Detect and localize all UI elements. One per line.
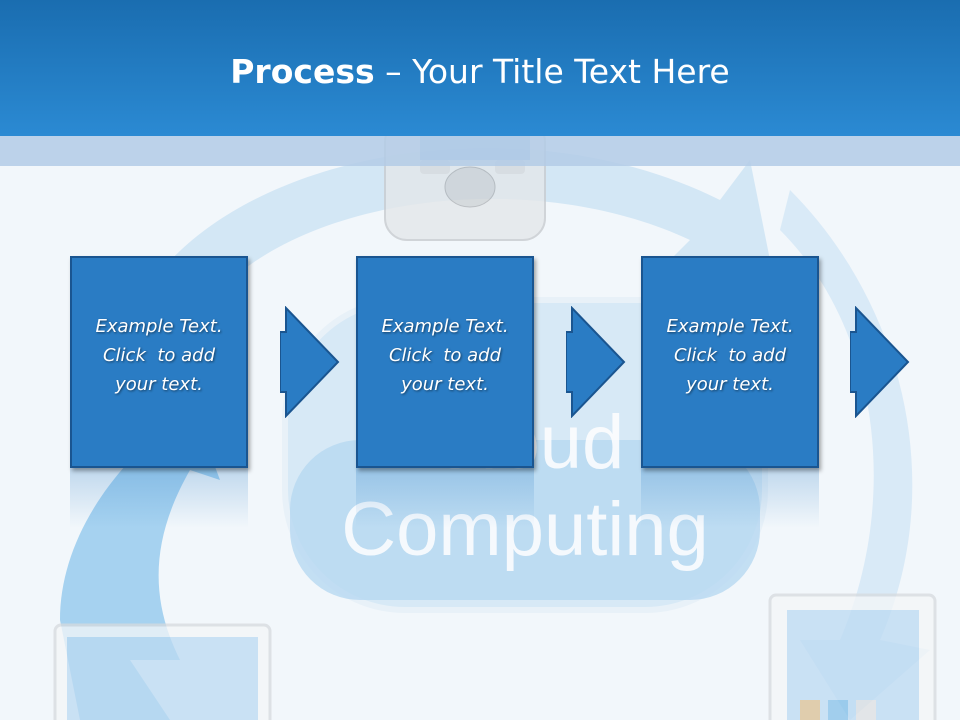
step-2-line-1: Example Text. [381, 316, 509, 337]
circular-arrow-top [140, 147, 770, 330]
step-1-line-1: Example Text. [95, 316, 223, 337]
step-2-line-2: Click to add [388, 345, 501, 366]
title-bold-part: Process [230, 52, 375, 91]
step-1-line-3: your text. [115, 374, 203, 395]
step-1-text: Example Text. Click to add your text. [72, 312, 246, 399]
step-1-reflection [70, 468, 248, 528]
step-3-text: Example Text. Click to add your text. [643, 312, 817, 399]
step-3-reflection [641, 468, 819, 528]
step-2-arrow-icon [566, 306, 626, 418]
step-1-arrow-icon [280, 306, 340, 418]
step-3-line-3: your text. [686, 374, 774, 395]
circular-arrow-right [780, 190, 930, 720]
step-3-box[interactable]: Example Text. Click to add your text. [641, 256, 819, 468]
step-2-text: Example Text. Click to add your text. [358, 312, 532, 399]
title-rest-part: – Your Title Text Here [374, 52, 730, 91]
step-2-box[interactable]: Example Text. Click to add your text. [356, 256, 534, 468]
title-bar [0, 0, 960, 136]
title-bar-band [0, 136, 960, 166]
step-3-arrow-icon [850, 306, 910, 418]
cloud-word-2: Computing [341, 487, 709, 572]
slide-title[interactable]: Process – Your Title Text Here [0, 52, 960, 91]
step-3-line-2: Click to add [673, 345, 786, 366]
step-3-line-1: Example Text. [666, 316, 794, 337]
step-2-reflection [356, 468, 534, 528]
step-1-line-2: Click to add [102, 345, 215, 366]
monitor-illustration [53, 623, 272, 720]
step-1-box[interactable]: Example Text. Click to add your text. [70, 256, 248, 468]
step-2-line-3: your text. [401, 374, 489, 395]
tablet-illustration [768, 593, 937, 720]
